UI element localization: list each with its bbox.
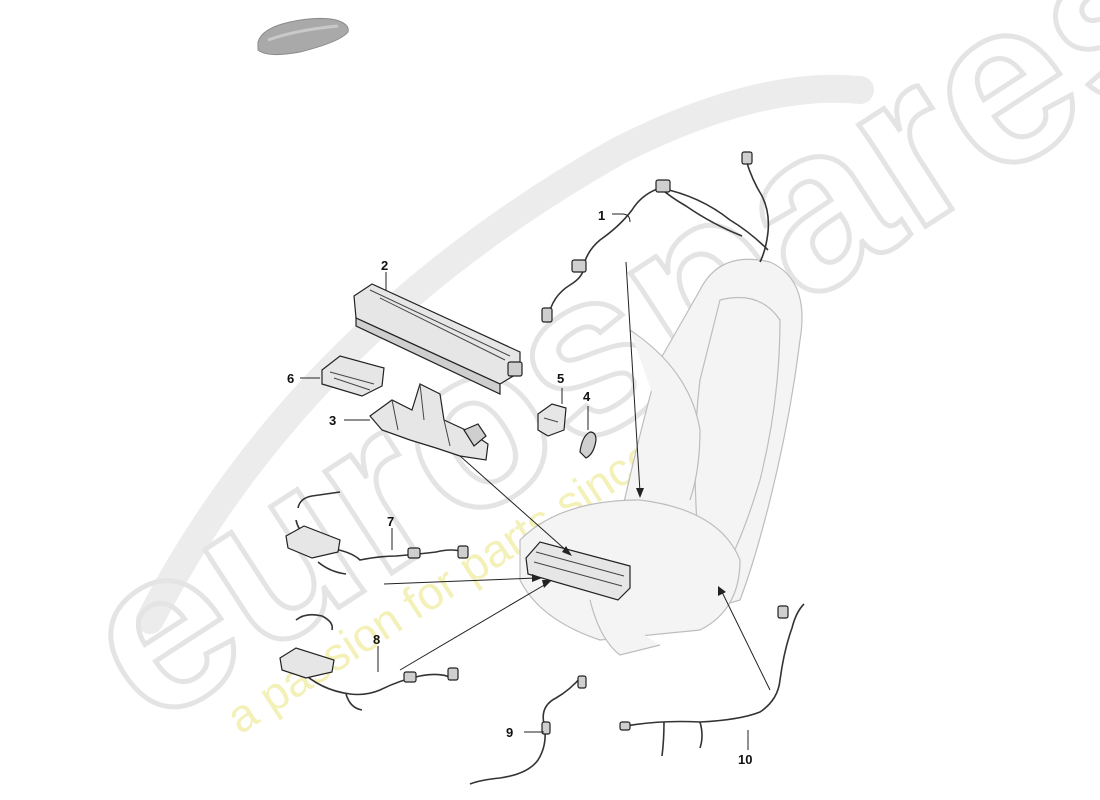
- callout-3: 3: [329, 413, 336, 428]
- underseat-module: [525, 541, 631, 601]
- part-5-switch-bracket: [537, 403, 567, 437]
- callout-4: 4: [583, 389, 591, 404]
- callout-labels: 1 2 3 4 5 6 7 8 9 10: [287, 208, 752, 767]
- part-8-wiring-harness: [279, 613, 459, 711]
- part-10-wiring-harness: [619, 603, 805, 757]
- callout-9: 9: [506, 725, 513, 740]
- part-9-wiring-harness: [469, 675, 587, 785]
- seat-outline: [519, 258, 803, 656]
- part-4-switch: [579, 431, 597, 459]
- part-1-seat-wiring-harness: [541, 151, 770, 323]
- callout-8: 8: [373, 632, 380, 647]
- leader-lines: [300, 213, 771, 750]
- callout-5: 5: [557, 371, 564, 386]
- car-silhouette-icon: [257, 17, 349, 56]
- part-2-seat-control-module: [353, 283, 523, 395]
- callout-1: 1: [598, 208, 605, 223]
- callout-10: 10: [738, 752, 752, 767]
- part-3-mounting-bracket: [369, 383, 489, 461]
- part-7-wiring-harness: [285, 491, 469, 575]
- part-6-control-unit: [321, 355, 385, 397]
- arrowheads: [532, 488, 726, 596]
- watermark: eurospares a passion for parts since 198…: [34, 0, 1100, 774]
- watermark-brand: eurospares: [37, 0, 1100, 771]
- callout-2: 2: [381, 258, 388, 273]
- callout-7: 7: [387, 514, 394, 529]
- callout-6: 6: [287, 371, 294, 386]
